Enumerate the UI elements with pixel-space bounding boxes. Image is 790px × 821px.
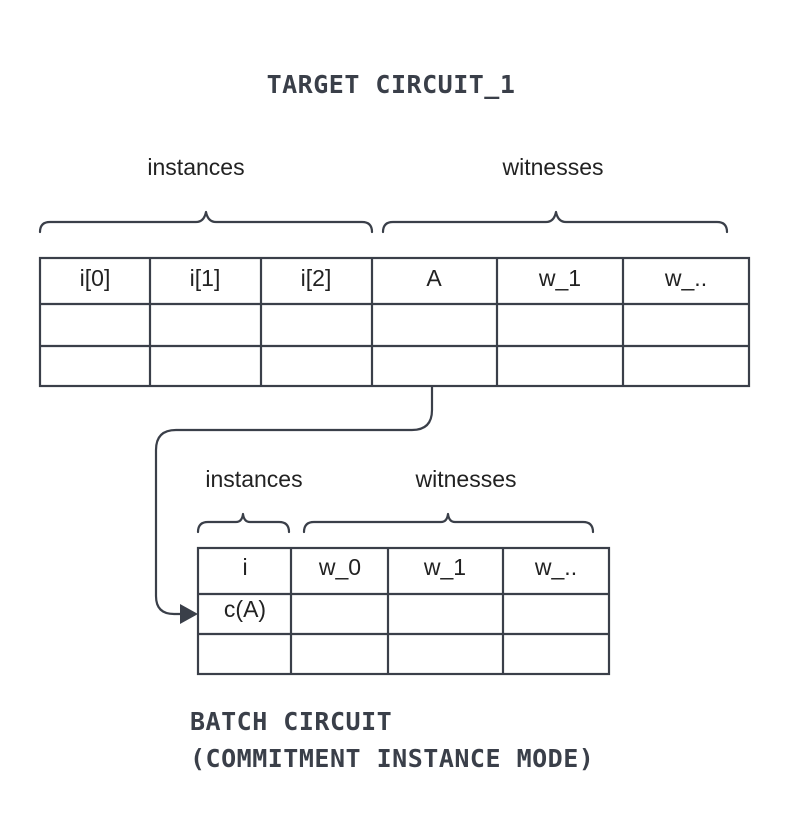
commitment-connector-line xyxy=(154,386,434,616)
batch-commitment-cell: c(A) xyxy=(224,596,266,622)
batch-header-cell: w_1 xyxy=(423,554,466,580)
batch-table: i w_0 w_1 w_.. c(A) xyxy=(196,546,611,676)
target-table-border xyxy=(38,256,751,388)
target-header-cell: i[1] xyxy=(190,265,221,291)
batch-header-cell: w_.. xyxy=(534,554,577,580)
batch-instances-label: instances xyxy=(205,466,302,492)
target-header-cell: A xyxy=(426,265,442,291)
batch-header-cell: w_0 xyxy=(318,554,361,580)
target-instances-label: instances xyxy=(147,154,244,180)
target-witnesses-brace xyxy=(381,210,729,234)
target-header-cell: i[0] xyxy=(80,265,111,291)
batch-table-border xyxy=(196,546,611,676)
target-header-cell: w_1 xyxy=(538,265,581,291)
connector-arrow-head xyxy=(180,604,198,624)
target-header-cell: w_.. xyxy=(664,265,707,291)
batch-header-cell: i xyxy=(242,554,247,580)
batch-witnesses-brace xyxy=(302,512,595,534)
batch-witnesses-label: witnesses xyxy=(415,466,517,492)
target-instances-brace xyxy=(38,210,374,234)
batch-circuit-caption-line1: BATCH CIRCUIT xyxy=(190,707,392,736)
batch-instances-brace xyxy=(196,512,291,534)
batch-circuit-caption-line2: (COMMITMENT INSTANCE MODE) xyxy=(190,744,594,773)
target-header-cell: i[2] xyxy=(301,265,332,291)
target-witnesses-label: witnesses xyxy=(502,154,604,180)
target-table: i[0] i[1] i[2] A w_1 w_.. xyxy=(38,256,751,388)
target-circuit-title: TARGET CIRCUIT_1 xyxy=(267,70,516,99)
